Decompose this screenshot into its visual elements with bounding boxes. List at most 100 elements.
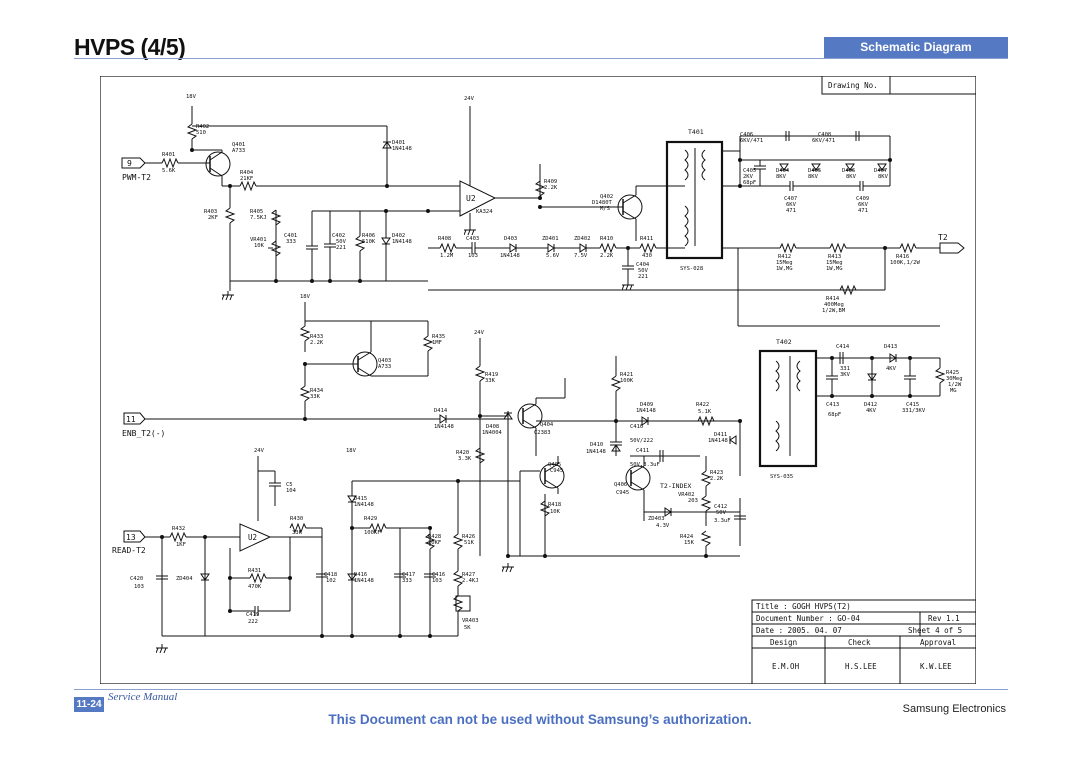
label-D404v: 8KV: [776, 174, 787, 180]
label-D409: D409: [640, 402, 653, 408]
label-C413v: 68pF: [828, 412, 841, 418]
connector-13-label: READ-T2: [112, 546, 146, 555]
diode-D402: [381, 237, 391, 245]
label-Q405: Q405: [548, 462, 561, 468]
label-C419v: 222: [248, 619, 258, 625]
label-R429v: 100KF: [364, 530, 381, 536]
label-C418v: 102: [326, 578, 336, 584]
diode-D413: [889, 353, 897, 363]
label-Q402v: D1480T: [592, 200, 613, 206]
label-R433: R433: [310, 334, 323, 340]
potentiometer-VR403: [452, 595, 464, 612]
label-C404v2: 221: [638, 274, 648, 280]
label-R414v: 400Meg: [824, 302, 844, 308]
label-R428v: 20KF: [428, 540, 441, 546]
label-D401: D401: [392, 140, 405, 146]
label-Q404v: C2383: [534, 430, 551, 436]
label-R434: R434: [310, 388, 324, 394]
label-T402part: SYS-035: [770, 474, 793, 480]
design-header: Design: [770, 638, 797, 647]
label-R435v: 1MF: [432, 340, 442, 346]
label-R430: R430: [290, 516, 303, 522]
label-D412v: 4KV: [866, 408, 877, 414]
label-R413v2: 1W,MG: [826, 266, 843, 272]
label-D411: D411: [714, 432, 727, 438]
label-D409v: 1N4148: [636, 408, 656, 414]
drawing-no-box: [821, 76, 976, 95]
label-D415: D415: [354, 496, 367, 502]
label-R406v: 510K: [362, 239, 376, 245]
label-C416v: 103: [432, 578, 442, 584]
sheet-field: Sheet 4 of 5: [908, 626, 962, 635]
label-D412: D412: [864, 402, 877, 408]
label-R420: R420: [456, 450, 469, 456]
resistor-R418: [539, 500, 551, 517]
label-T2INDEX: T2-INDEX: [660, 482, 691, 490]
label-C413: C413: [826, 402, 839, 408]
label-R402v: 510: [196, 130, 206, 136]
label-D414v: 1N4148: [434, 424, 454, 430]
label-R428: R428: [428, 534, 441, 540]
label-C5: C5: [286, 482, 293, 488]
resistor-R408: [439, 242, 457, 254]
label-R405v: 7.5KJ: [250, 215, 267, 221]
label-R433v: 2.2K: [310, 340, 324, 346]
approval-header: Approval: [920, 638, 956, 647]
connector-9-label: PWM-T2: [122, 173, 151, 182]
label-18v-c: 18V: [346, 448, 357, 454]
label-R403: R403: [204, 209, 217, 215]
page-number: 11-24: [74, 697, 104, 712]
footer-divider: [74, 689, 1008, 690]
label-18v-a: 18V: [186, 94, 197, 100]
label-R434v: 33K: [310, 394, 321, 400]
label-Q405v: C945: [550, 468, 563, 474]
label-C401v: 333: [286, 239, 296, 245]
zener-ZD404: [200, 573, 210, 581]
label-R423: R423: [710, 470, 723, 476]
resistor-R426: [452, 533, 464, 550]
potentiometer-VR402: [700, 495, 712, 512]
label-C416: C416: [432, 572, 445, 578]
label-D416: D416: [354, 572, 367, 578]
check-header: Check: [848, 638, 871, 647]
label-R421v: 100K: [620, 378, 634, 384]
header-divider: [74, 58, 1008, 59]
label-R405: R405: [250, 209, 263, 215]
schematic-diagram: Drawing No. Title : GOGH HVPS(T2) Docume…: [100, 76, 976, 684]
page-title: HVPS (4/5): [74, 34, 186, 60]
label-R426: R426: [462, 534, 475, 540]
label-R413: R413: [828, 254, 841, 260]
resistor-R404: [239, 180, 257, 192]
label-ZD402v: 7.5V: [574, 253, 588, 259]
label-R429: R429: [364, 516, 377, 522]
label-D402v: 1N4148: [392, 239, 412, 245]
label-R418: R418: [548, 502, 561, 508]
label-VR402v: 203: [688, 498, 698, 504]
resistor-R423: [700, 470, 712, 487]
label-R419v: 33K: [485, 378, 496, 384]
label-R412: R412: [778, 254, 791, 260]
label-R418v: 10K: [550, 509, 561, 515]
label-R413v: 15Meg: [826, 260, 843, 266]
label-R424: R424: [680, 534, 694, 540]
label-R432: R432: [172, 526, 185, 532]
label-R410v: 2.2K: [600, 253, 614, 259]
label-R409: R409: [544, 179, 557, 185]
t401-primary-winding: [684, 149, 689, 181]
label-C409: C409: [856, 196, 869, 202]
connector-11-tab: [123, 412, 146, 425]
resistor-R403: [224, 207, 236, 224]
label-24v-b: 24V: [474, 330, 485, 336]
transformer-T401: [665, 140, 724, 260]
resistor-R427: [452, 570, 464, 587]
label-D415v: 1N4148: [354, 502, 374, 508]
label-D403: D403: [504, 236, 517, 242]
transformer-T402: [758, 349, 818, 468]
label-Q401v: A733: [232, 148, 245, 154]
label-R426v: 51K: [464, 540, 475, 546]
connector-11-number: 11: [126, 415, 136, 424]
label-R408v: 1.2M: [440, 253, 454, 259]
transistor-Q405: [539, 463, 565, 489]
label-C408: C408: [818, 132, 831, 138]
label-C412v2: 3.3uF: [714, 518, 731, 524]
